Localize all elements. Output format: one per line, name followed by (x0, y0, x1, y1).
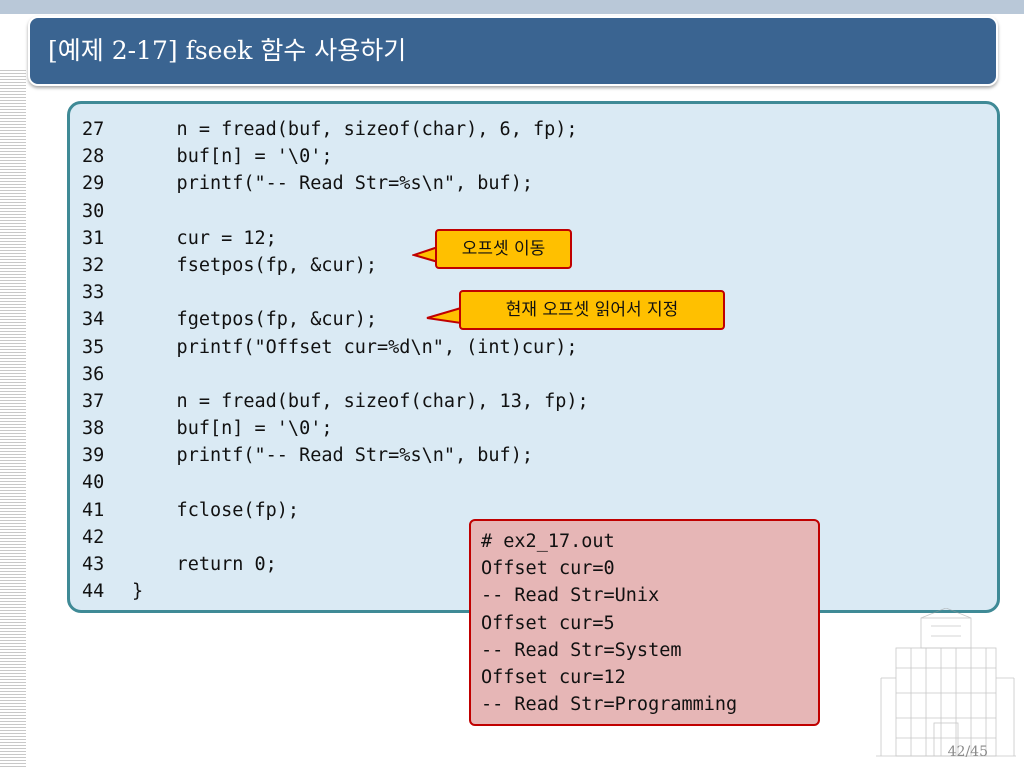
code-line: 43 return 0; (82, 551, 589, 578)
line-number: 34 (82, 309, 105, 331)
code-text: printf("Offset cur=%d\n", (int)cur); (132, 336, 578, 358)
code-text: fgetpos(fp, &cur); (132, 309, 378, 331)
code-line: 40 (82, 469, 589, 496)
code-text: printf("-- Read Str=%s\n", buf); (132, 173, 533, 195)
line-number: 33 (82, 282, 105, 304)
code-line: 27 n = fread(buf, sizeof(char), 6, fp); (82, 116, 589, 143)
line-number: 36 (82, 363, 105, 385)
code-line: 38 buf[n] = '\0'; (82, 415, 589, 442)
program-output-box (469, 519, 820, 726)
output-line: -- Read Str=System (481, 639, 682, 661)
code-line: 35 printf("Offset cur=%d\n", (int)cur); (82, 334, 589, 361)
line-number: 35 (82, 336, 105, 358)
code-line: 31 cur = 12; (82, 225, 589, 252)
code-line: 32 fsetpos(fp, &cur); (82, 252, 589, 279)
page-number: 42/45 (947, 744, 988, 760)
code-line: 36 (82, 361, 589, 388)
output-line: -- Read Str=Programming (481, 694, 738, 716)
code-line: 44} (82, 578, 589, 605)
code-line: 29 printf("-- Read Str=%s\n", buf); (82, 170, 589, 197)
line-number: 27 (82, 119, 105, 140)
line-number: 38 (82, 418, 105, 440)
code-text: fsetpos(fp, &cur); (132, 254, 378, 276)
code-line: 34 fgetpos(fp, &cur); (82, 306, 589, 333)
code-listing: 27 n = fread(buf, sizeof(char), 6, fp); … (82, 116, 589, 605)
code-text: n = fread(buf, sizeof(char), 6, fp); (132, 119, 578, 140)
line-number: 29 (82, 173, 105, 195)
callout-read-current-offset: 현재 오프셋 읽어서 지정 (459, 290, 725, 330)
code-line: 42 (82, 524, 589, 551)
line-number: 41 (82, 499, 105, 521)
line-number: 40 (82, 472, 105, 494)
output-line: # ex2_17.out (481, 531, 615, 552)
left-decorative-stripes (0, 70, 26, 768)
output-line: Offset cur=12 (481, 666, 626, 688)
line-number: 31 (82, 227, 105, 249)
code-line: 37 n = fread(buf, sizeof(char), 13, fp); (82, 388, 589, 415)
code-line: 30 (82, 198, 589, 225)
slide-title-bar: [예제 2-17] fseek 함수 사용하기 (28, 16, 998, 86)
code-text: buf[n] = '\0'; (132, 146, 333, 168)
code-text: buf[n] = '\0'; (132, 418, 333, 440)
callout-offset-move: 오프셋 이동 (435, 229, 572, 269)
code-text: } (132, 581, 144, 603)
code-line: 39 printf("-- Read Str=%s\n", buf); (82, 442, 589, 469)
code-text: return 0; (132, 554, 277, 575)
output-line: Offset cur=0 (481, 558, 615, 580)
code-line: 28 buf[n] = '\0'; (82, 143, 589, 170)
line-number: 30 (82, 200, 105, 222)
slide-title: [예제 2-17] fseek 함수 사용하기 (48, 36, 407, 65)
line-number: 44 (82, 581, 105, 603)
code-line: 33 (82, 279, 589, 306)
code-text: printf("-- Read Str=%s\n", buf); (132, 445, 533, 467)
program-output: # ex2_17.out Offset cur=0 -- Read Str=Un… (481, 528, 737, 718)
building-sketch-icon (876, 608, 1016, 757)
line-number: 43 (82, 554, 105, 575)
line-number: 28 (82, 146, 105, 168)
line-number: 39 (82, 445, 105, 467)
code-text: fclose(fp); (132, 499, 300, 521)
output-line: -- Read Str=Unix (481, 585, 660, 607)
output-line: Offset cur=5 (481, 612, 615, 634)
code-line: 41 fclose(fp); (82, 497, 589, 524)
line-number: 32 (82, 254, 105, 276)
line-number: 42 (82, 526, 105, 548)
line-number: 37 (82, 390, 105, 412)
slide-top-band (0, 0, 1024, 14)
code-text: n = fread(buf, sizeof(char), 13, fp); (132, 390, 589, 412)
code-text: cur = 12; (132, 227, 277, 249)
